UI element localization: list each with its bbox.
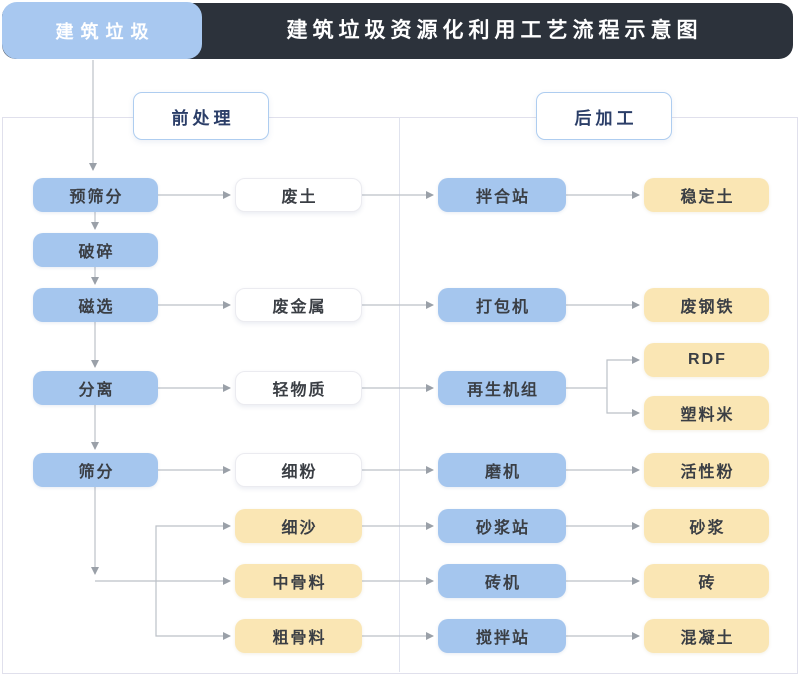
node-label: 搅拌站 <box>475 630 530 647</box>
node-label: RDF <box>688 351 727 368</box>
node-coarse-aggregate: 粗骨料 <box>235 619 362 653</box>
edge-branch2-to-fine-sand <box>155 522 231 581</box>
node-regen-unit: 再生机组 <box>438 371 566 405</box>
node-label: 稳定土 <box>680 189 735 206</box>
node-baler: 打包机 <box>438 288 566 322</box>
node-label: 粗骨料 <box>272 630 327 647</box>
panel-divider <box>399 117 400 672</box>
edge-branch2-to-coarse-aggregate <box>155 581 231 640</box>
node-magnetic: 磁选 <box>33 288 158 322</box>
node-label: 中骨料 <box>272 575 327 592</box>
node-label: 砂浆 <box>689 520 726 537</box>
section-post-processing: 后加工 <box>536 92 672 140</box>
node-mortar-plant: 砂浆站 <box>438 509 566 543</box>
node-fine-sand: 细沙 <box>235 509 362 543</box>
edge-branch-to-plastic-pellet <box>606 388 640 417</box>
node-label: 再生机组 <box>466 382 539 399</box>
node-brick-machine: 砖机 <box>438 564 566 598</box>
node-mortar: 砂浆 <box>644 509 769 543</box>
node-concrete-plant: 搅拌站 <box>438 619 566 653</box>
node-active-powder: 活性粉 <box>644 453 769 487</box>
node-stabilized-soil: 稳定土 <box>644 178 769 212</box>
node-medium-aggregate: 中骨料 <box>235 564 362 598</box>
node-label: 砖 <box>698 575 717 592</box>
node-plastic-pellet: 塑料米 <box>644 396 769 430</box>
node-label: 砖机 <box>484 575 521 592</box>
node-rdf: RDF <box>644 343 769 377</box>
node-waste-soil: 废土 <box>235 178 362 212</box>
section-pre-processing: 前处理 <box>133 92 269 140</box>
node-label: 磨机 <box>484 464 521 481</box>
node-concrete: 混凝土 <box>644 619 769 653</box>
node-separate: 分离 <box>33 371 158 405</box>
node-fine-powder: 细粉 <box>235 453 362 487</box>
node-label: 废土 <box>281 189 318 206</box>
node-label: 打包机 <box>475 299 530 316</box>
node-label: 塑料米 <box>680 407 735 424</box>
node-scrap-steel: 废钢铁 <box>644 288 769 322</box>
source-tab: 建筑垃圾 <box>2 2 202 59</box>
node-crush: 破碎 <box>33 233 158 267</box>
edge-branch-to-rdf <box>606 356 640 388</box>
page-title: 建筑垃圾资源化利用工艺流程示意图 <box>286 19 703 42</box>
node-label: 拌合站 <box>475 189 530 206</box>
section-post-label: 后加工 <box>574 108 638 128</box>
node-label: 破碎 <box>78 244 115 261</box>
node-label: 混凝土 <box>680 630 735 647</box>
node-label: 活性粉 <box>680 464 735 481</box>
source-tab-label: 建筑垃圾 <box>55 21 156 42</box>
node-label: 筛分 <box>78 464 115 481</box>
node-mixing-plant: 拌合站 <box>438 178 566 212</box>
node-brick: 砖 <box>644 564 769 598</box>
node-label: 分离 <box>78 382 115 399</box>
node-screen: 筛分 <box>33 453 158 487</box>
node-label: 废金属 <box>272 299 327 316</box>
node-waste-metal: 废金属 <box>235 288 362 322</box>
node-pre-screen: 预筛分 <box>33 178 158 212</box>
node-label: 废钢铁 <box>680 299 735 316</box>
node-label: 预筛分 <box>69 189 124 206</box>
node-label: 细沙 <box>281 520 318 537</box>
node-mill: 磨机 <box>438 453 566 487</box>
section-pre-label: 前处理 <box>171 108 235 128</box>
node-light-material: 轻物质 <box>235 371 362 405</box>
node-label: 砂浆站 <box>475 520 530 537</box>
node-label: 细粉 <box>281 464 318 481</box>
node-label: 轻物质 <box>272 382 327 399</box>
node-label: 磁选 <box>78 299 115 316</box>
